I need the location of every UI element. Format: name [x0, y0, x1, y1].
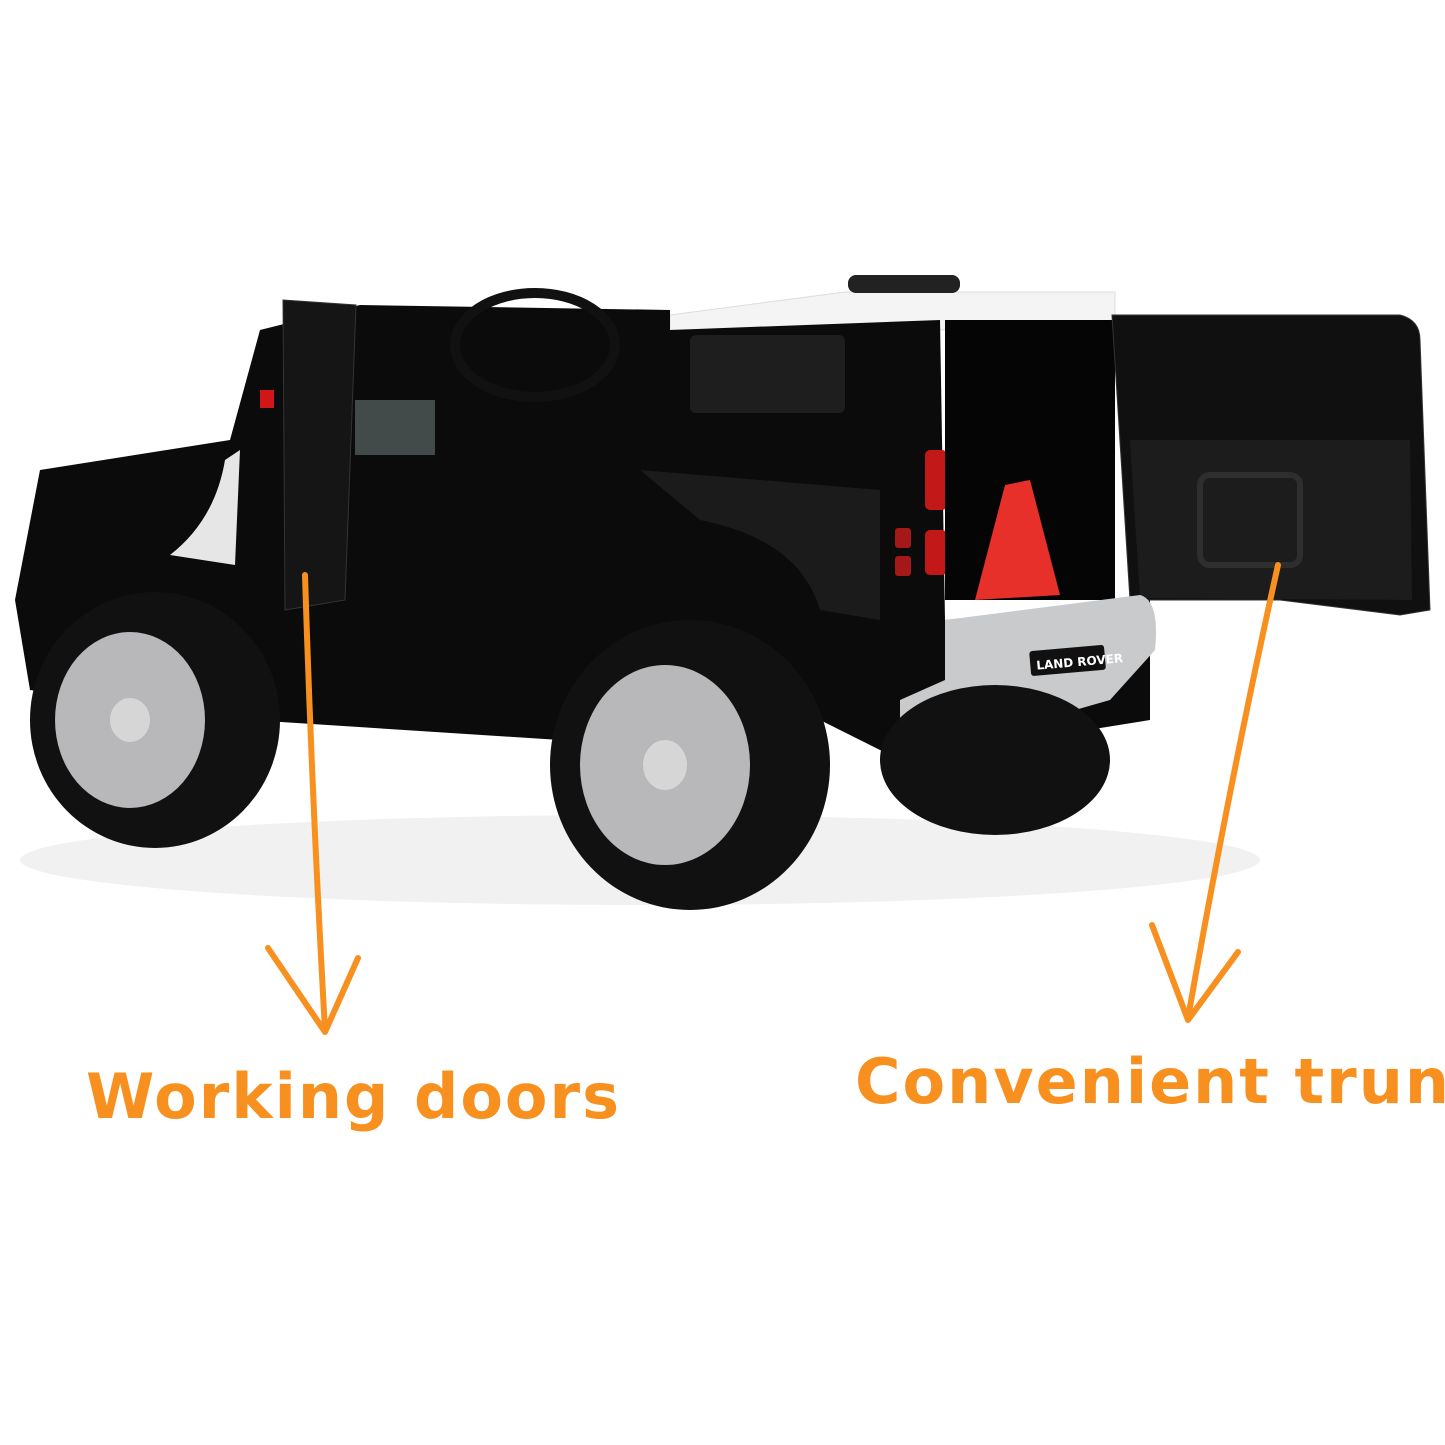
wheel-rear-far — [880, 685, 1110, 835]
badge-plate — [1029, 644, 1106, 676]
wheel-rear — [550, 620, 830, 910]
convenient-trunk-label: Convenient trunk — [855, 1045, 1445, 1118]
arrow-doors — [265, 572, 361, 1035]
roof-antenna — [848, 275, 960, 293]
tail-light — [895, 528, 911, 548]
steering-wheel — [450, 288, 620, 402]
arrow-trunk — [1149, 562, 1281, 1023]
door-reflector — [260, 390, 274, 408]
working-doors-label: Working doors — [86, 1060, 621, 1133]
tail-light — [925, 530, 947, 575]
traffic-cone — [975, 480, 1060, 600]
tail-light — [925, 450, 947, 510]
fender-trim — [170, 450, 240, 565]
dashboard — [355, 400, 435, 455]
tail-light — [895, 556, 911, 576]
wheel-front — [30, 592, 280, 848]
open-door[interactable] — [282, 299, 357, 611]
tailgate-panel — [1130, 440, 1412, 600]
tailgate-handle-recess — [1197, 472, 1303, 568]
body-highlight — [640, 470, 880, 620]
side-window — [690, 335, 845, 413]
